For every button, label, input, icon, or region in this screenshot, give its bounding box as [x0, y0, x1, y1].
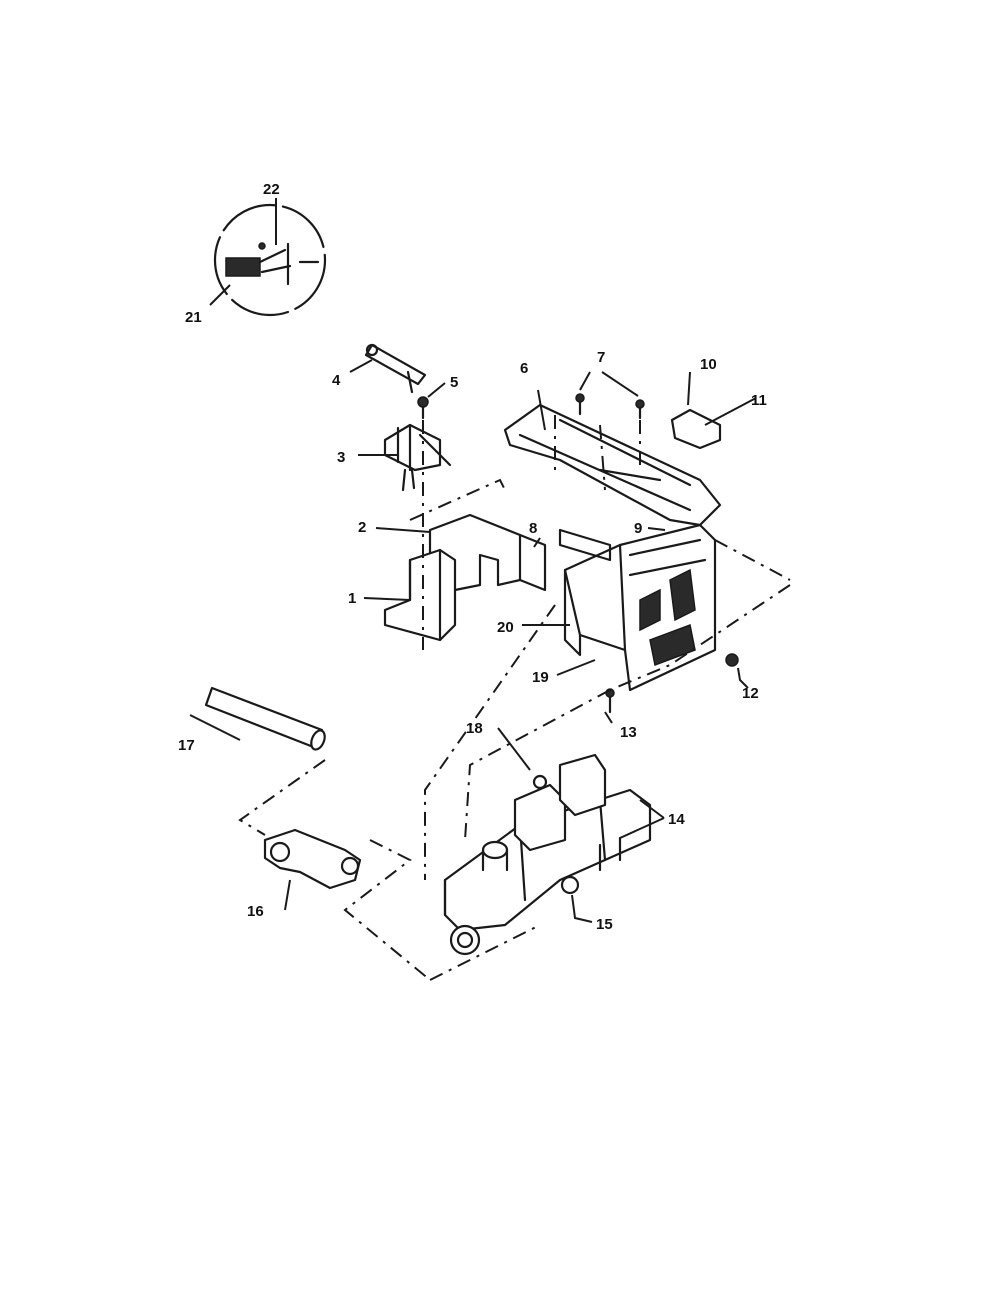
callout-5: 5	[450, 374, 458, 391]
part-12-screw	[725, 653, 739, 667]
part-1-bracket	[383, 548, 457, 642]
callout-9: 9	[634, 520, 642, 537]
part-20-housing	[558, 523, 717, 692]
part-5-screw	[417, 396, 429, 420]
callout-22: 22	[263, 181, 280, 198]
callout-12: 12	[742, 685, 759, 702]
callout-11: 11	[751, 392, 767, 409]
callout-1: 1	[348, 590, 356, 607]
callout-20: 20	[497, 619, 514, 636]
callout-10: 10	[700, 356, 717, 373]
callout-7: 7	[597, 349, 605, 366]
part-17-tube	[204, 686, 326, 751]
part-7-screws	[575, 393, 645, 420]
callout-13: 13	[620, 724, 637, 741]
part-16-fitting	[263, 828, 362, 890]
callout-2: 2	[358, 519, 366, 536]
callout-17: 17	[178, 737, 195, 754]
part-6-cover	[503, 403, 722, 527]
callout-3: 3	[337, 449, 345, 466]
callout-18: 18	[466, 720, 483, 737]
callout-14: 14	[668, 811, 685, 828]
callouts: 22 21 4 5 3 2 8 1 6 7 10 11 9 20 19 12 1…	[178, 181, 767, 933]
part-3-bracket	[383, 423, 452, 492]
assembly-lines	[238, 415, 791, 981]
callout-15: 15	[596, 916, 613, 933]
leader-lines	[189, 198, 757, 923]
part-11-clip	[670, 408, 722, 450]
callout-19: 19	[532, 669, 549, 686]
callout-21: 21	[185, 309, 202, 326]
callout-8: 8	[529, 520, 537, 537]
callout-6: 6	[520, 360, 528, 377]
callout-16: 16	[247, 903, 264, 920]
part-valve-body	[443, 753, 652, 956]
part-4-electrode	[364, 343, 427, 394]
detail-inset	[213, 203, 327, 317]
callout-4: 4	[332, 372, 341, 389]
